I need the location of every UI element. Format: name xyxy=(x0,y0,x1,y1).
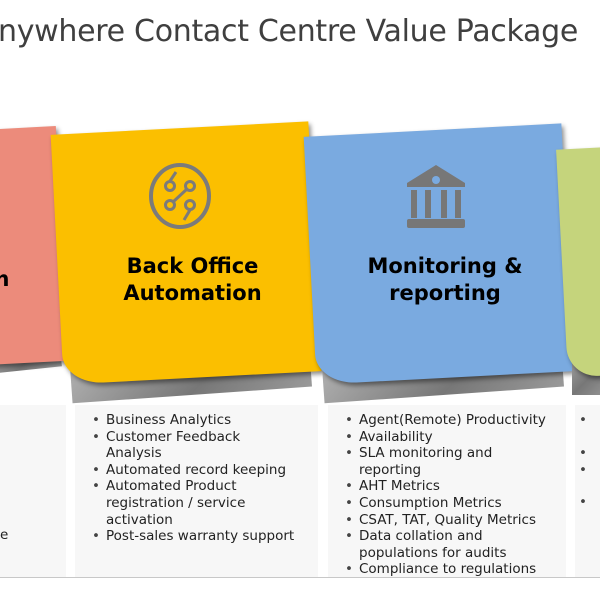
bullet: • xyxy=(579,412,587,428)
card-title-line2: Automation xyxy=(123,281,262,305)
list-item: Consumption Metrics xyxy=(341,495,569,512)
list-item: Data collation and populations for audit… xyxy=(341,528,524,561)
card-title-line2: reporting xyxy=(389,281,501,305)
list-monitoring: Agent(Remote) Productivity Availability … xyxy=(341,412,569,578)
slide-title: nywhere Contact Centre Value Package xyxy=(0,14,579,49)
panel-col-2: Business Analytics Customer Feedback Ana… xyxy=(75,405,318,577)
list-item: Automated record keeping xyxy=(88,462,316,479)
bullet: • xyxy=(579,445,587,461)
list-item: CSAT, TAT, Quality Metrics xyxy=(341,512,569,529)
panel-col-3: Agent(Remote) Productivity Availability … xyxy=(328,405,569,578)
list-item: Agent(Remote) Productivity xyxy=(341,412,569,429)
bank-icon xyxy=(407,165,465,228)
panel-col-4: • • • • xyxy=(575,405,600,577)
card-title-line1: Back Office xyxy=(126,254,259,278)
list-item: Availability xyxy=(341,429,569,446)
list-item: Customer Feedback Analysis xyxy=(88,429,256,462)
list-item: AHT Metrics xyxy=(341,478,569,495)
list-item: Business Analytics xyxy=(88,412,316,429)
list-item: Post-sales warranty support xyxy=(88,528,316,545)
card-red-title: n xyxy=(0,267,10,291)
list-item: Compliance to regulations xyxy=(341,561,569,578)
panel-text: e xyxy=(0,527,9,543)
list-item: SLA monitoring and reporting xyxy=(341,445,509,478)
circuit-icon xyxy=(149,163,211,229)
bullet: • xyxy=(579,462,587,478)
panel-col-1: e xyxy=(0,405,66,577)
divider xyxy=(0,577,600,578)
card-title-line1: Monitoring & xyxy=(367,254,523,278)
bullet: • xyxy=(579,494,587,510)
list-back-office: Business Analytics Customer Feedback Ana… xyxy=(88,412,316,545)
list-item: Automated Product registration / service… xyxy=(88,478,256,528)
